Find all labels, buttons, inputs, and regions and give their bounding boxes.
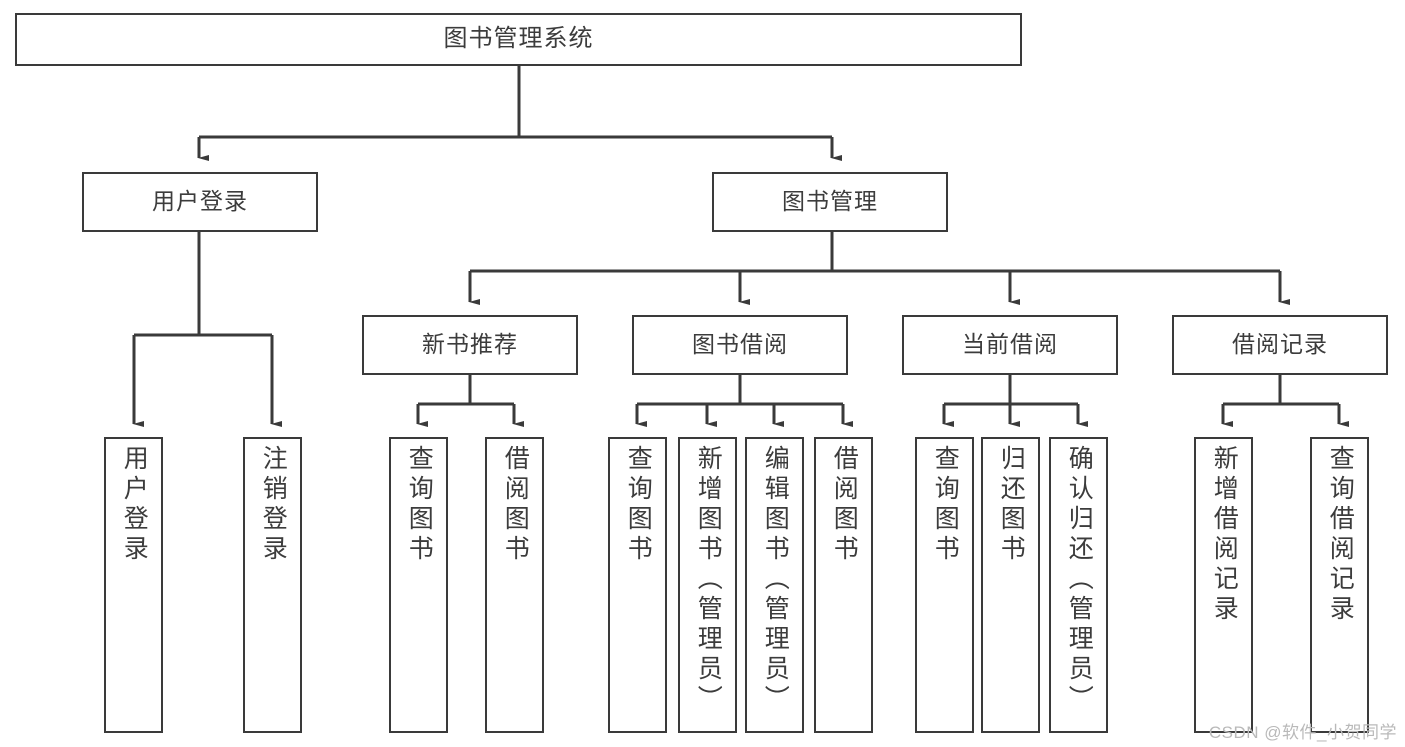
node-label: 图书管理系统 bbox=[443, 25, 594, 53]
node-leaf-user-login[interactable]: 用户登录 bbox=[104, 437, 163, 733]
node-label: 查询图书 bbox=[405, 445, 434, 565]
node-label: 新增图书（管理员） bbox=[694, 445, 723, 715]
node-leaf-add-book-admin[interactable]: 新增图书（管理员） bbox=[678, 437, 737, 733]
node-leaf-borrow-book[interactable]: 借阅图书 bbox=[814, 437, 873, 733]
node-label: 编辑图书（管理员） bbox=[761, 445, 790, 715]
node-leaf-query-book-current[interactable]: 查询图书 bbox=[915, 437, 974, 733]
node-label: 查询借阅记录 bbox=[1326, 445, 1355, 625]
node-leaf-query-book-new-recommend[interactable]: 查询图书 bbox=[389, 437, 448, 733]
node-label: 用户登录 bbox=[152, 188, 248, 215]
node-leaf-confirm-return-admin[interactable]: 确认归还（管理员） bbox=[1049, 437, 1108, 733]
node-root-book-management-system[interactable]: 图书管理系统 bbox=[15, 13, 1022, 66]
node-label: 借阅图书 bbox=[830, 445, 859, 565]
node-leaf-return-book[interactable]: 归还图书 bbox=[981, 437, 1040, 733]
node-leaf-borrow-book-new-recommend[interactable]: 借阅图书 bbox=[485, 437, 544, 733]
node-label: 查询图书 bbox=[624, 445, 653, 565]
node-label: 注销登录 bbox=[259, 445, 288, 565]
node-leaf-add-borrow-record[interactable]: 新增借阅记录 bbox=[1194, 437, 1253, 733]
node-leaf-query-borrow-record[interactable]: 查询借阅记录 bbox=[1310, 437, 1369, 733]
node-user-login[interactable]: 用户登录 bbox=[82, 172, 318, 232]
node-book-manage[interactable]: 图书管理 bbox=[712, 172, 948, 232]
node-book-borrow[interactable]: 图书借阅 bbox=[632, 315, 848, 375]
csdn-watermark: CSDN @软件_小贺同学 bbox=[1208, 723, 1397, 742]
node-label: 当前借阅 bbox=[962, 331, 1058, 358]
node-label: 图书借阅 bbox=[692, 331, 788, 358]
node-label: 确认归还（管理员） bbox=[1065, 445, 1094, 715]
node-label: 新书推荐 bbox=[422, 331, 518, 358]
node-borrow-record[interactable]: 借阅记录 bbox=[1172, 315, 1388, 375]
node-label: 新增借阅记录 bbox=[1210, 445, 1239, 625]
node-label: 图书管理 bbox=[782, 188, 878, 215]
node-label: 查询图书 bbox=[931, 445, 960, 565]
node-label: 归还图书 bbox=[997, 445, 1026, 565]
node-label: 借阅图书 bbox=[501, 445, 530, 565]
node-leaf-query-book-borrow[interactable]: 查询图书 bbox=[608, 437, 667, 733]
node-label: 借阅记录 bbox=[1232, 331, 1328, 358]
node-new-book-recommend[interactable]: 新书推荐 bbox=[362, 315, 578, 375]
node-current-borrow[interactable]: 当前借阅 bbox=[902, 315, 1118, 375]
node-leaf-user-logout[interactable]: 注销登录 bbox=[243, 437, 302, 733]
node-leaf-edit-book-admin[interactable]: 编辑图书（管理员） bbox=[745, 437, 804, 733]
node-label: 用户登录 bbox=[120, 445, 149, 565]
